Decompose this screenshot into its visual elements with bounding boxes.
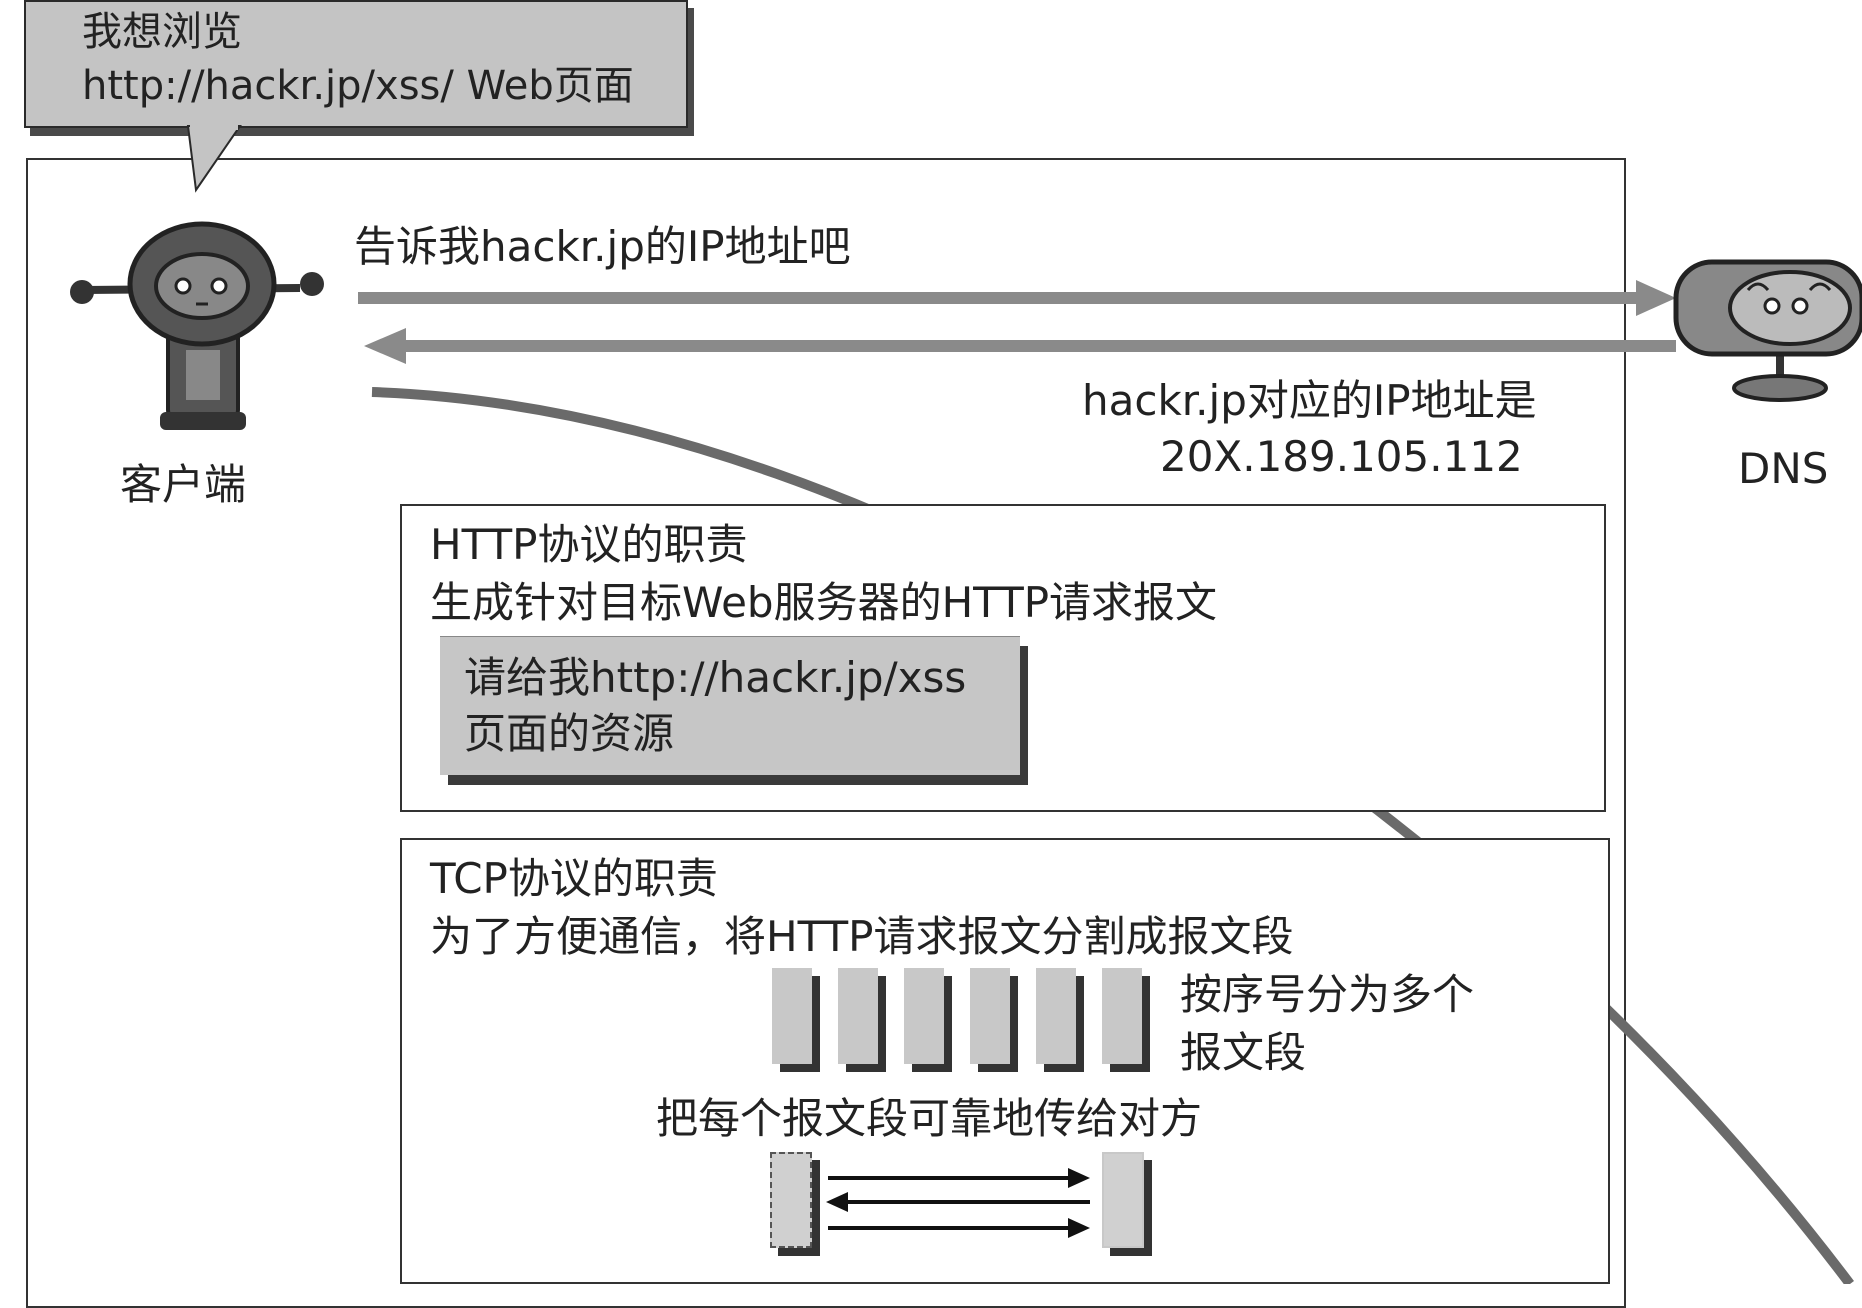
- tcp-panel-description: 为了方便通信，将HTTP请求报文分割成报文段: [430, 912, 1294, 961]
- dns-device-icon: [1673, 259, 1862, 402]
- tcp-segment: [772, 968, 812, 1064]
- request-arrow-label: 告诉我hackr.jp的IP地址吧: [354, 222, 851, 271]
- speech-bubble: 我想浏览 http://hackr.jp/xss/ Web页面: [24, 0, 688, 128]
- segments-label-line-2: 报文段: [1180, 1028, 1307, 1077]
- tcp-panel-title: TCP协议的职责: [430, 854, 718, 903]
- http-request-box: 请给我http://hackr.jp/xss 页面的资源: [440, 636, 1020, 775]
- response-arrow-label-line-1: hackr.jp对应的IP地址是: [1082, 376, 1537, 425]
- response-arrow-label-line-2: 20X.189.105.112: [1160, 432, 1523, 481]
- speech-line-1: 我想浏览: [82, 9, 242, 55]
- http-panel-title: HTTP协议的职责: [430, 520, 748, 569]
- client-label: 客户端: [120, 460, 247, 509]
- speech-line-2: http://hackr.jp/xss/ Web页面: [82, 63, 634, 109]
- reliable-transfer-label: 把每个报文段可靠地传给对方: [656, 1094, 1203, 1143]
- http-request-line-1: 请给我http://hackr.jp/xss: [464, 653, 967, 702]
- transfer-arrow-left: [826, 1192, 1090, 1212]
- http-panel-description: 生成针对目标Web服务器的HTTP请求报文: [430, 578, 1218, 627]
- tcp-segment: [904, 968, 944, 1064]
- tcp-segment: [1102, 968, 1142, 1064]
- receiver-segment: [1102, 1152, 1144, 1248]
- tcp-segment: [838, 968, 878, 1064]
- speech-bubble-tail-join: [190, 120, 238, 130]
- request-arrow: [358, 280, 1676, 316]
- dns-label: DNS: [1738, 444, 1829, 493]
- transfer-arrow-right-1: [828, 1168, 1090, 1188]
- sender-segment: [770, 1152, 812, 1248]
- segments-label-line-1: 按序号分为多个: [1180, 970, 1475, 1019]
- transfer-arrow-right-2: [828, 1218, 1090, 1238]
- tcp-segment: [1036, 968, 1076, 1064]
- tcp-segment: [970, 968, 1010, 1064]
- client-robot-icon: [70, 221, 324, 430]
- http-request-line-2: 页面的资源: [464, 709, 675, 758]
- response-arrow: [364, 328, 1676, 364]
